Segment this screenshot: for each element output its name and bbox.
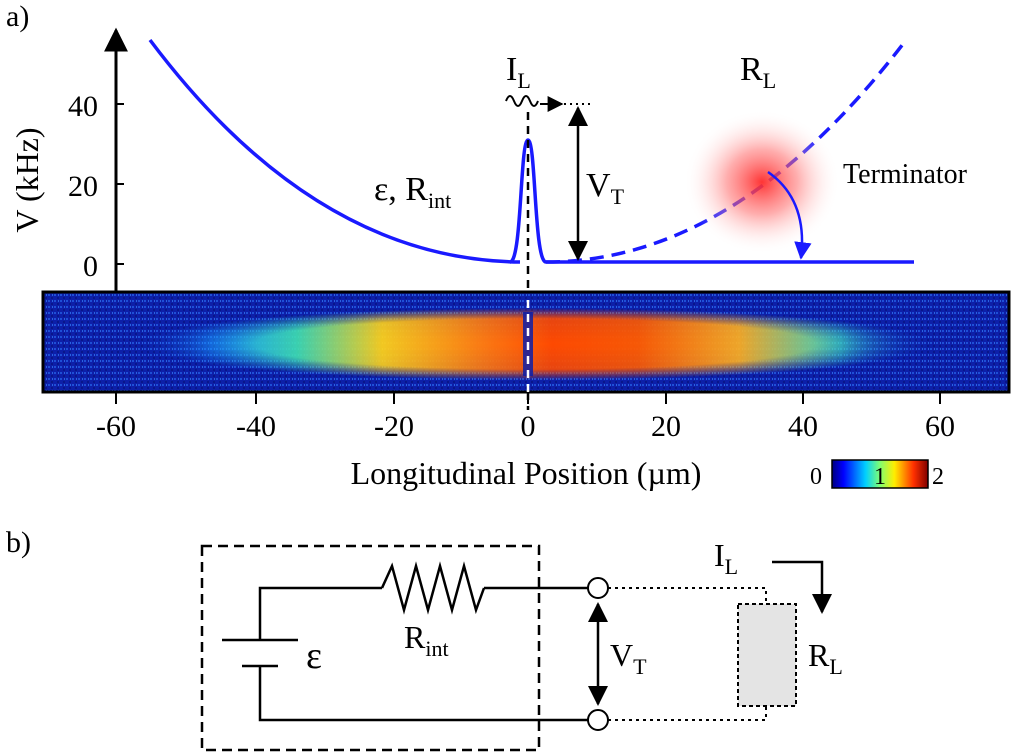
vt-label-b: VT xyxy=(610,637,647,679)
bottom-wire xyxy=(258,666,588,722)
laser-wave-icon xyxy=(505,95,539,107)
il-label: IL xyxy=(506,51,531,93)
y-tick-label: 40 xyxy=(68,90,98,123)
rint-label-b: Rint xyxy=(404,619,449,661)
x-tick-label: 20 xyxy=(651,410,681,443)
rl-label: RL xyxy=(740,51,776,93)
y-tick-label: 0 xyxy=(83,250,98,283)
x-tick-label: 40 xyxy=(788,410,818,443)
il-arrow xyxy=(772,560,832,614)
emf-rint-label: ε, Rint xyxy=(374,171,451,213)
y-axis-label: V (kHz) xyxy=(9,127,45,232)
colorbar-max-label: 2 xyxy=(932,464,944,490)
load-wire-top xyxy=(608,587,767,604)
resistor-rint xyxy=(380,561,486,615)
left-parabola xyxy=(148,38,521,264)
load-wire-bottom xyxy=(608,706,767,721)
il-label-b: IL xyxy=(714,537,738,579)
load-resistor-box xyxy=(737,603,797,707)
colorbar: 0 1 2 xyxy=(810,459,944,490)
terminator-glow xyxy=(684,110,840,254)
panel-b-label: b) xyxy=(6,526,31,559)
terminal-top xyxy=(587,577,609,599)
y-axis: 0 20 40 V (kHz) xyxy=(9,27,128,292)
terminal-bottom xyxy=(587,709,609,731)
rl-label-b: RL xyxy=(808,637,843,679)
density-image xyxy=(41,290,1011,394)
terminator-label: Terminator xyxy=(843,159,968,190)
top-wire xyxy=(258,586,382,640)
colorbar-mid-label: 1 xyxy=(874,464,886,490)
vt-label: VT xyxy=(586,167,625,209)
panel-a-label: a) xyxy=(6,0,29,33)
x-tick-label: 0 xyxy=(521,410,536,443)
dashed-parabola xyxy=(545,42,905,264)
x-tick-label: 60 xyxy=(925,410,955,443)
x-tick-label: -40 xyxy=(236,410,276,443)
terminator-arrow xyxy=(767,170,812,260)
x-tick-label: -20 xyxy=(374,410,414,443)
x-axis-label: Longitudinal Position (µm) xyxy=(351,455,702,491)
source-box xyxy=(200,544,541,752)
y-tick-label: 20 xyxy=(68,170,98,203)
battery-emf-label: ε xyxy=(306,635,322,677)
x-axis: -60 -40 -20 0 20 40 60 Longitudinal Posi… xyxy=(96,392,955,491)
x-tick-label: -60 xyxy=(96,410,136,443)
circuit-diagram xyxy=(200,544,832,752)
colorbar-min-label: 0 xyxy=(810,464,822,490)
